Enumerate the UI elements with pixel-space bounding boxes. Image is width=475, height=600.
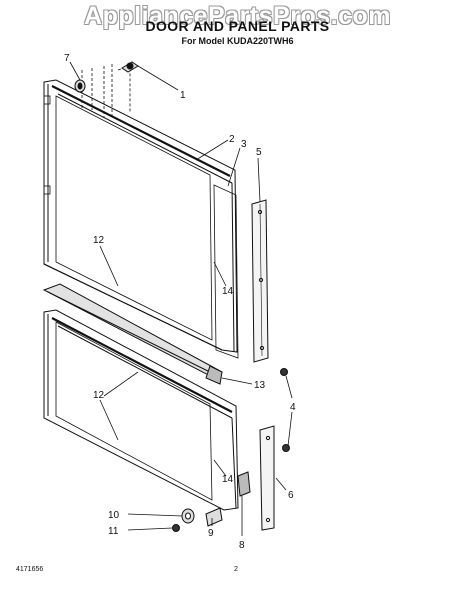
watermark: AppliancePartsPros.com (84, 2, 391, 30)
callout-1: 1 (180, 90, 186, 101)
callout-labels: 1 2 3 5 7 12 14 13 4 12 14 6 10 11 9 8 (64, 53, 296, 551)
callout-8: 8 (239, 540, 245, 551)
callout-6: 6 (288, 490, 294, 501)
part-8-hinge (237, 471, 251, 497)
callout-13: 13 (254, 380, 266, 391)
part-9-clip (205, 507, 223, 527)
callout-9: 9 (208, 528, 214, 539)
part-10-washer (181, 508, 195, 524)
page-subtitle: For Model KUDA220TWH6 (181, 36, 294, 46)
callout-12-lower: 12 (93, 390, 105, 401)
part-4-screws (280, 368, 290, 452)
callout-4: 4 (290, 402, 296, 413)
callout-14-lower: 14 (222, 474, 234, 485)
part-6-side-bracket (259, 425, 275, 531)
callout-2: 2 (229, 134, 235, 145)
callout-10: 10 (108, 510, 120, 521)
part-5-side-bracket (251, 199, 269, 363)
callout-12: 12 (93, 235, 105, 246)
callout-7: 7 (64, 53, 70, 64)
part-13-channel (42, 283, 223, 385)
callout-3: 3 (241, 139, 247, 150)
callout-11: 11 (108, 526, 119, 537)
callout-14: 14 (222, 286, 234, 297)
part-7-bumper (74, 79, 86, 93)
page-number: 2 (234, 566, 238, 573)
part-1-screw (121, 61, 139, 73)
lower-door-panel (43, 309, 239, 511)
part-3-trim-strip (213, 184, 239, 359)
diagram-code: 4171656 (16, 566, 44, 573)
page-title: DOOR AND PANEL PARTS (145, 18, 330, 34)
upper-door-panel (43, 79, 238, 353)
callout-5: 5 (256, 147, 262, 158)
leader-lines (69, 61, 293, 536)
part-11-screw (172, 524, 180, 532)
